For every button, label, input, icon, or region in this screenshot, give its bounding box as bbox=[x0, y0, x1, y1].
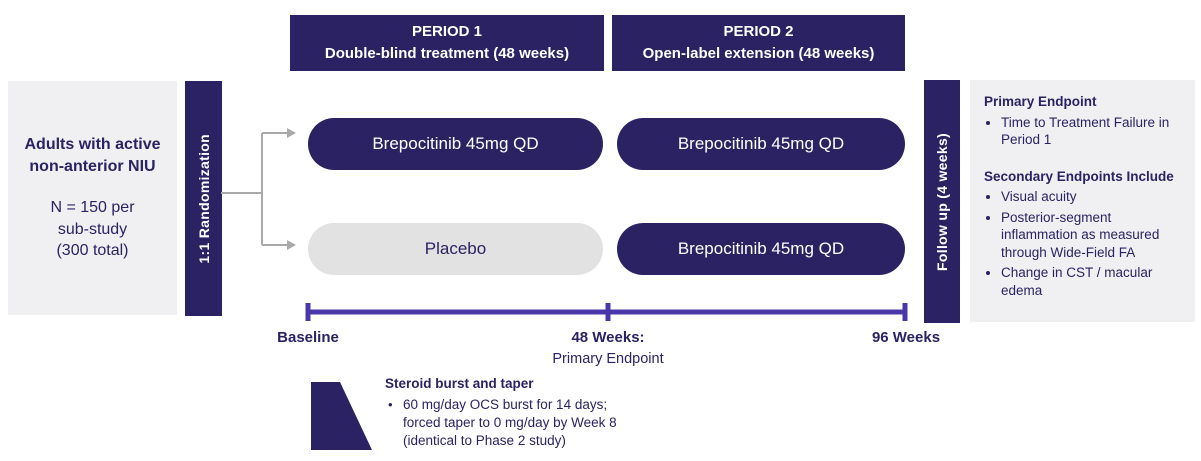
randomization-bar: 1:1 Randomization bbox=[185, 81, 222, 316]
timeline-baseline-label: Baseline bbox=[277, 329, 339, 346]
secondary-endpoints-title: Secondary Endpoints Include bbox=[984, 168, 1174, 184]
population-box: Adults with active non-anterior NIU N = … bbox=[8, 81, 177, 315]
steroid-note: Steroid burst and taper • 60 mg/day OCS … bbox=[385, 375, 725, 450]
primary-endpoint-title: Primary Endpoint bbox=[984, 94, 1097, 109]
followup-bar: Follow up (4 weeks) bbox=[924, 80, 960, 323]
period-1-header: PERIOD 1 Double-blind treatment (48 week… bbox=[290, 15, 604, 71]
timeline-axis-icon bbox=[305, 303, 908, 321]
followup-bar-label: Follow up (4 weeks) bbox=[934, 132, 950, 271]
randomization-branch-arrows-icon bbox=[221, 128, 296, 250]
arm1-period2-pill: Brepocitinib 45mg QD bbox=[617, 118, 905, 170]
list-item: Time to Treatment Failure in Period 1 bbox=[1001, 114, 1183, 149]
primary-endpoint-list: Time to Treatment Failure in Period 1 bbox=[984, 114, 1183, 149]
arm1-period1-pill: Brepocitinib 45mg QD bbox=[308, 118, 603, 170]
secondary-endpoints-list: Visual acuity Posterior-segment inflamma… bbox=[984, 188, 1183, 299]
arm2-period1-pill: Placebo bbox=[308, 223, 603, 275]
steroid-note-title: Steroid burst and taper bbox=[385, 376, 534, 391]
list-item: Change in CST / macular edema bbox=[1001, 264, 1183, 299]
list-item: Visual acuity bbox=[1001, 188, 1183, 206]
timeline-48weeks-label: 48 Weeks: bbox=[571, 329, 645, 346]
steroid-note-text: 60 mg/day OCS burst for 14 days; forced … bbox=[403, 396, 617, 448]
timeline-primary-endpoint-label: Primary Endpoint bbox=[552, 351, 664, 367]
arrowhead-top-icon bbox=[287, 128, 296, 138]
period-2-header: PERIOD 2 Open-label extension (48 weeks) bbox=[612, 15, 905, 71]
population-title: Adults with active non-anterior NIU bbox=[24, 136, 161, 175]
taper-triangle-icon bbox=[311, 382, 372, 450]
arrowhead-bottom-icon bbox=[287, 240, 296, 250]
bullet-icon: • bbox=[388, 396, 393, 412]
arm2-period2-pill: Brepocitinib 45mg QD bbox=[617, 223, 905, 275]
list-item: Posterior-segment inflammation as measur… bbox=[1001, 209, 1183, 262]
randomization-bar-label: 1:1 Randomization bbox=[195, 133, 212, 264]
endpoints-panel: Primary Endpoint Time to Treatment Failu… bbox=[970, 80, 1195, 322]
timeline-96weeks-label: 96 Weeks bbox=[871, 329, 941, 346]
population-sample-size: N = 150 per sub-study (300 total) bbox=[50, 199, 135, 260]
